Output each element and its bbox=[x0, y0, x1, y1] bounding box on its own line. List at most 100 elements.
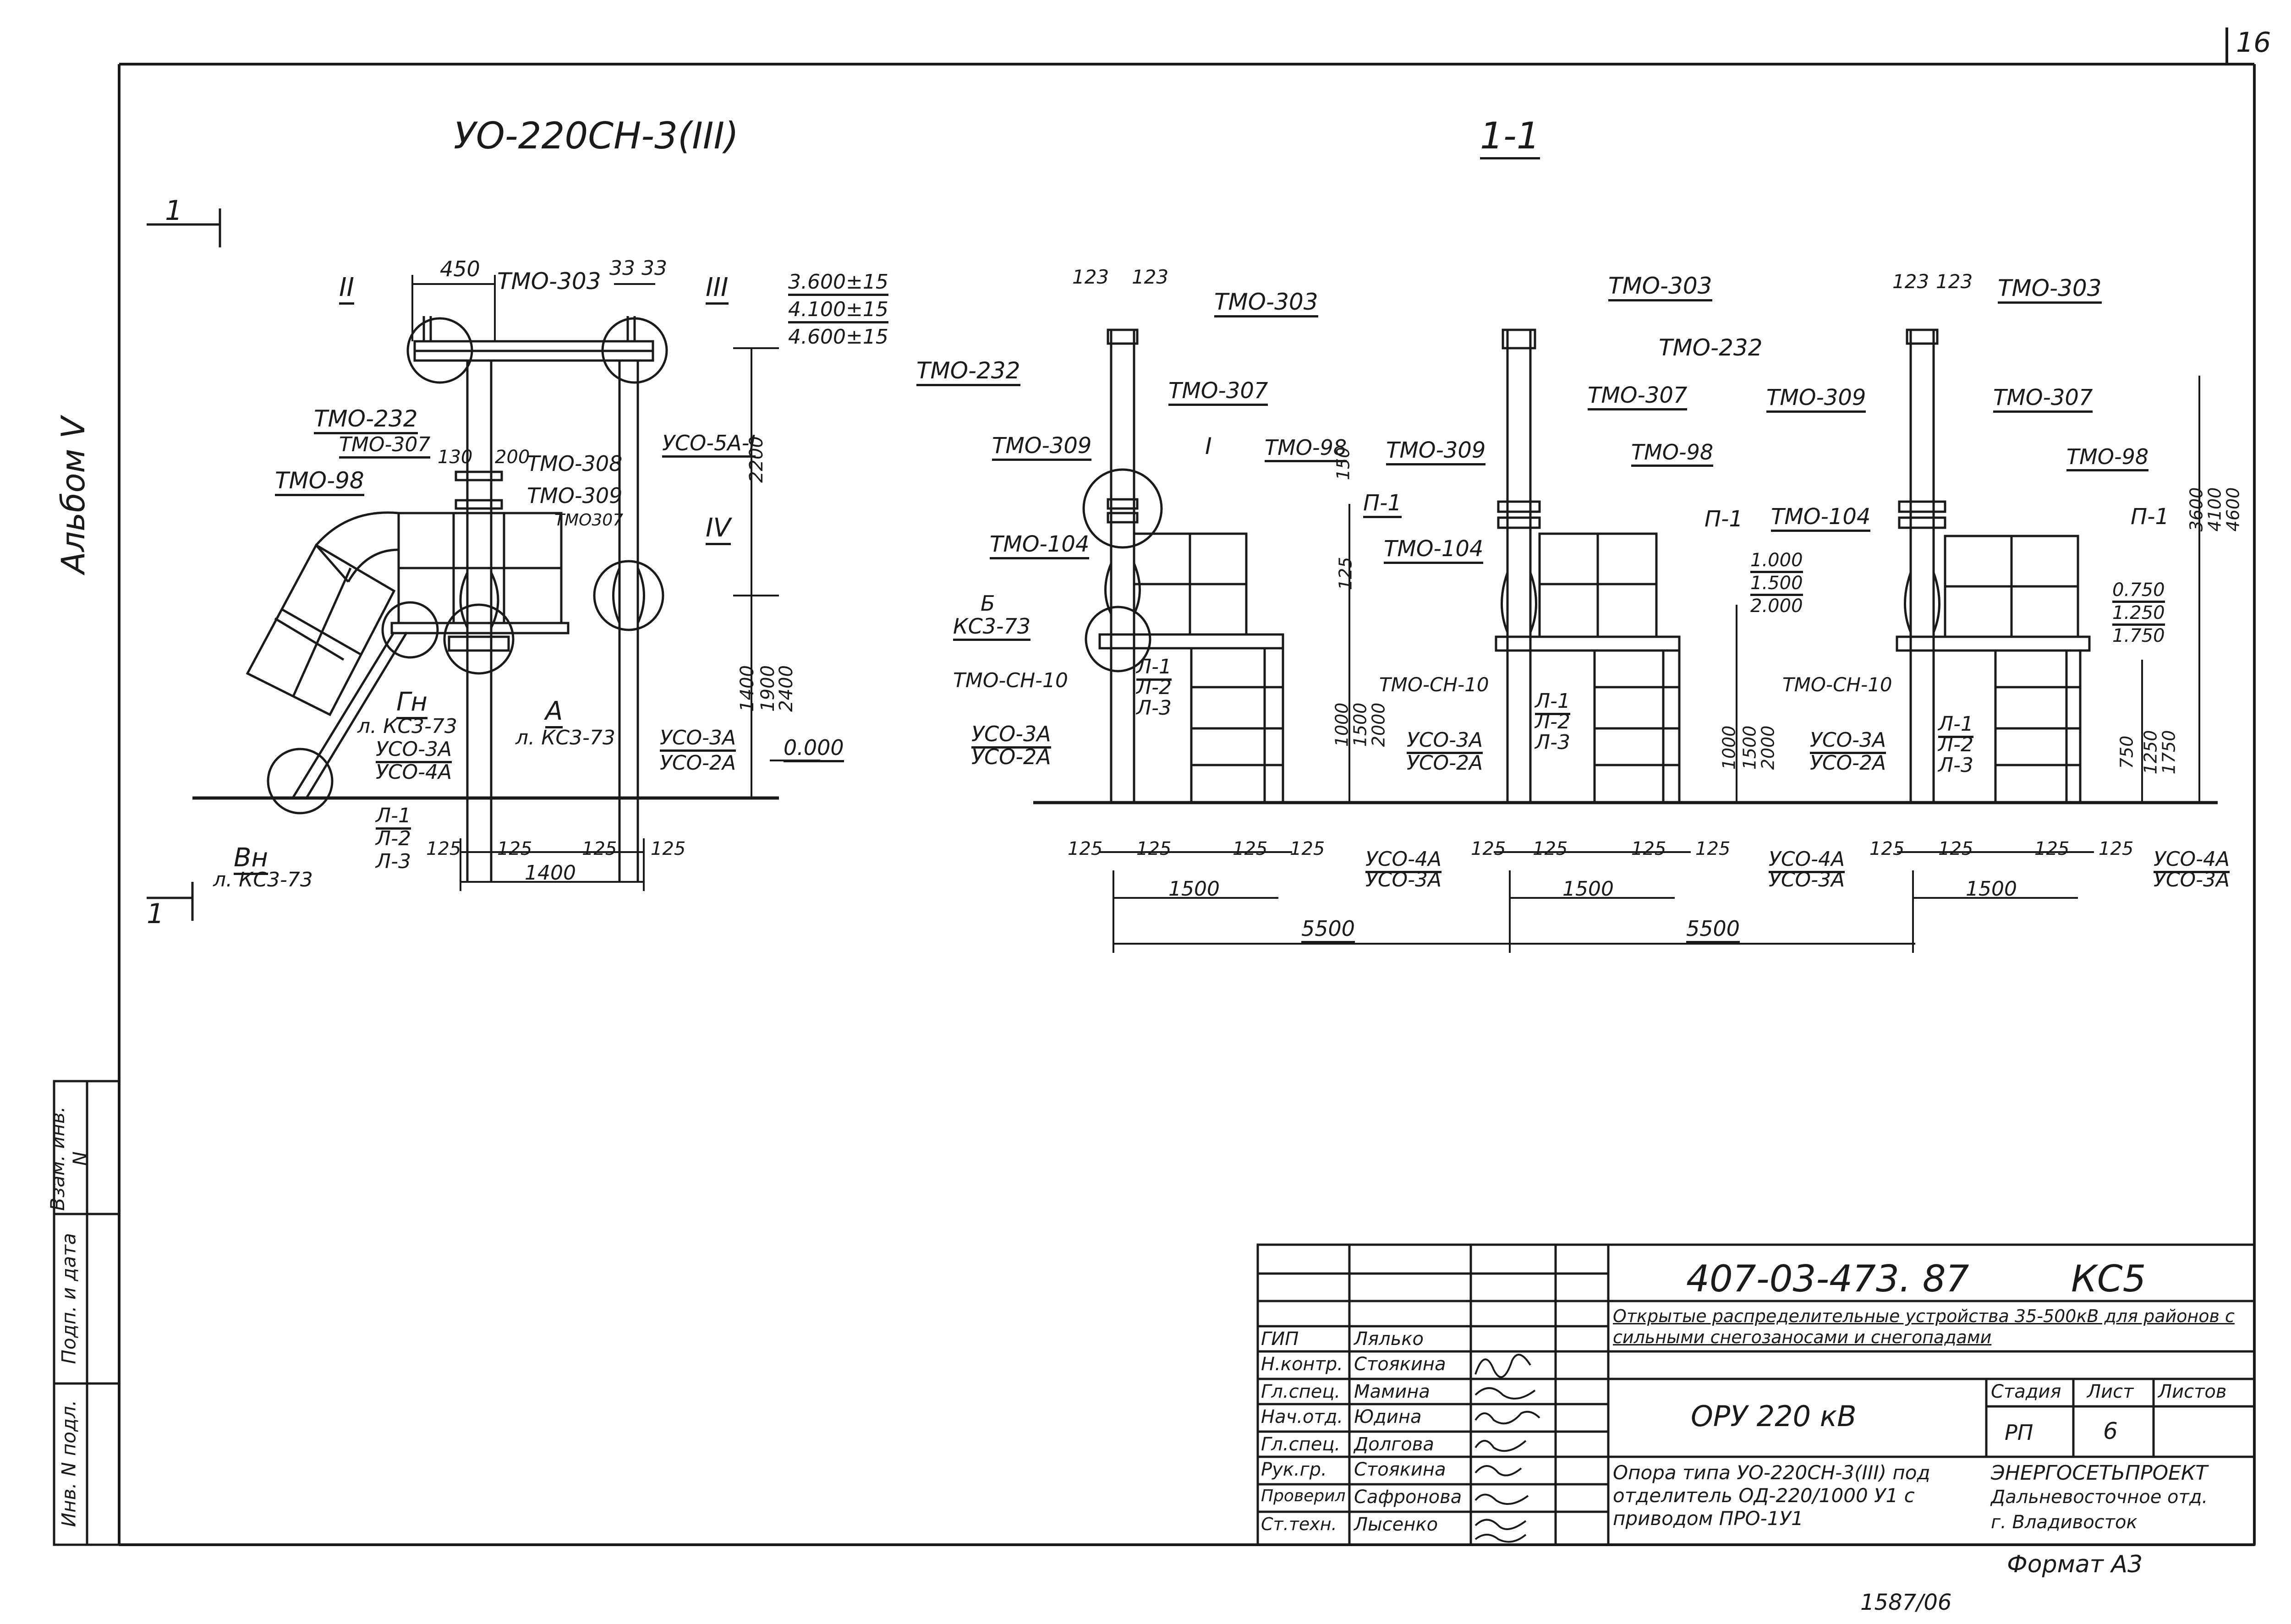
title-block-grid bbox=[1256, 1243, 2256, 1546]
signer-role: Гл.спец. bbox=[1261, 1381, 1341, 1402]
level-1750: 1.750 bbox=[2112, 625, 2165, 646]
detail-bubble-IV: IV bbox=[706, 513, 731, 545]
label-tmo307-c: ТМО-307 bbox=[1993, 385, 2093, 413]
dim-1750: 1750 bbox=[2159, 730, 2179, 775]
label-uco4a-c: УСО-4А bbox=[2154, 848, 2230, 873]
label-uco2a-col2: УСО-2А bbox=[660, 751, 736, 775]
dim-125-r3: 125 bbox=[1233, 838, 1268, 859]
label-l1-right-c: Л-1 bbox=[1938, 712, 1973, 738]
dim-130: 130 bbox=[438, 447, 473, 468]
dim-125-r8: 125 bbox=[1695, 838, 1731, 859]
label-l1-left: Л-1 bbox=[376, 804, 411, 830]
dim-1500-span-a: 1500 bbox=[1168, 877, 1220, 901]
side-stamp-row-1: Взам. инв. N bbox=[46, 1106, 91, 1211]
dim-2200: 2200 bbox=[745, 436, 767, 483]
signer-name: Стоякина bbox=[1354, 1459, 1446, 1480]
label-uco2a-b: УСО-2А bbox=[1407, 751, 1483, 775]
label-uco3a-gn: УСО-3А bbox=[376, 738, 452, 763]
dim-1000-a: 1000 bbox=[1332, 702, 1352, 747]
label-tmosn10-a: ТМО-СН-10 bbox=[953, 669, 1069, 692]
org-name: ЭНЕРГОСЕТЬПРОЕКТ bbox=[1991, 1461, 2208, 1485]
dim-125-r6: 125 bbox=[1533, 838, 1568, 859]
label-tmo309-a: ТМО-309 bbox=[992, 433, 1092, 461]
signer-name: Мамина bbox=[1354, 1381, 1430, 1402]
label-tmo104-b: ТМО-104 bbox=[1384, 536, 1484, 564]
stage-value: РП bbox=[2005, 1420, 2033, 1445]
dim-125-r11: 125 bbox=[2034, 838, 2070, 859]
label-p1-b: П-1 bbox=[1705, 506, 1743, 532]
dim-125-r12: 125 bbox=[2099, 838, 2134, 859]
label-l2-right-b: Л-2 bbox=[1535, 710, 1570, 733]
dim-4600: 4600 bbox=[2223, 487, 2243, 532]
dim-2400: 2400 bbox=[775, 665, 797, 712]
sheet-corner-number: 16 bbox=[2236, 27, 2271, 59]
label-tmo98-a: ТМО-98 bbox=[1265, 435, 1347, 462]
drawing-name: Опора типа УО-220СН-3(III) под отделител… bbox=[1613, 1461, 1930, 1530]
label-tmo98-c: ТМО-98 bbox=[2066, 444, 2149, 471]
label-tmosn10-c: ТМО-СН-10 bbox=[1782, 673, 1892, 696]
dim-1400h: 1400 bbox=[525, 861, 576, 885]
dim-125v: 125 bbox=[1335, 557, 1356, 591]
label-tmo307-a: ТМО-307 bbox=[1168, 378, 1268, 406]
signer-name: Стоякина bbox=[1354, 1354, 1446, 1375]
label-uco3a-col2: УСО-3А bbox=[660, 726, 736, 752]
signer-name: Лысенко bbox=[1354, 1514, 1438, 1535]
dim-125c: 125 bbox=[582, 838, 617, 859]
dim-2000-a: 2000 bbox=[1368, 702, 1389, 747]
dim-125-r5: 125 bbox=[1471, 838, 1506, 859]
signer-name: Лялько bbox=[1354, 1329, 1424, 1350]
dim-1500-b: 1500 bbox=[1739, 725, 1760, 770]
dim-123-a: 123 bbox=[1072, 266, 1109, 288]
label-tmo307b-left: ТМО307 bbox=[554, 511, 624, 530]
label-tmo98-left: ТМО-98 bbox=[275, 467, 364, 496]
level-4600: 4.600±15 bbox=[788, 325, 888, 349]
label-tmo308-left: ТМО-308 bbox=[527, 451, 623, 476]
level-1250: 1.250 bbox=[2112, 602, 2165, 626]
detail-bubble-III: III bbox=[706, 273, 729, 305]
level-4100: 4.100±15 bbox=[788, 298, 888, 323]
format-label: Формат А3 bbox=[2007, 1551, 2143, 1578]
label-p1-c: П-1 bbox=[2131, 504, 2169, 530]
dim-450: 450 bbox=[440, 257, 480, 281]
label-ks373: КС3-73 bbox=[953, 614, 1031, 641]
dim-125-r10: 125 bbox=[1938, 838, 1973, 859]
stage-header: Стадия bbox=[1991, 1381, 2061, 1402]
label-l1-right: Л-1 bbox=[1136, 655, 1172, 681]
detail-bubble-Vn: Вн bbox=[234, 843, 269, 875]
label-uco3a-d: УСО-3А bbox=[1365, 868, 1442, 891]
detail-bubble-I: I bbox=[1205, 433, 1212, 459]
doc-series: КС5 bbox=[2071, 1258, 2146, 1300]
label-uco2a-c: УСО-2А bbox=[1810, 751, 1886, 775]
signer-name: Сафронова bbox=[1354, 1487, 1462, 1508]
dim-125a: 125 bbox=[426, 838, 461, 859]
label-uco3a-b: УСО-3А bbox=[1407, 728, 1483, 754]
level-1500: 1.500 bbox=[1750, 573, 1803, 596]
label-tmo309-b: ТМО-309 bbox=[1386, 437, 1486, 465]
label-tmo232-left: ТМО-232 bbox=[314, 405, 418, 434]
left-support-structure bbox=[147, 208, 668, 921]
section-mark-top: 1 bbox=[165, 195, 183, 227]
dim-125-r9: 125 bbox=[1869, 838, 1905, 859]
dim-3600: 3600 bbox=[2186, 487, 2207, 532]
dim-150: 150 bbox=[1333, 447, 1354, 481]
label-uco3a-f: УСО-3А bbox=[2154, 868, 2230, 891]
dim-1500-a: 1500 bbox=[1350, 702, 1370, 747]
label-uco4a-gn: УСО-4А bbox=[376, 760, 452, 784]
org-city: г. Владивосток bbox=[1991, 1512, 2138, 1533]
object-name: ОРУ 220 кВ bbox=[1691, 1400, 1857, 1433]
label-a-sheet: л. КС3-73 bbox=[515, 726, 615, 749]
label-l3-left: Л-3 bbox=[376, 850, 411, 873]
label-uco3a-a: УСО-3А bbox=[971, 722, 1051, 749]
dim-33b: 33 bbox=[641, 257, 667, 280]
label-tmo303-b: ТМО-303 bbox=[1608, 273, 1712, 301]
dim-750: 750 bbox=[2116, 735, 2137, 769]
dim-123-b: 123 bbox=[1132, 266, 1169, 288]
left-view-title: УО-220СН-3(III) bbox=[454, 115, 739, 157]
dim-1400v: 1400 bbox=[736, 665, 758, 712]
label-uco5a-left: УСО-5А-I bbox=[662, 431, 756, 458]
signer-role: Рук.гр. bbox=[1261, 1459, 1327, 1480]
side-stamp-row-3: Инв. N подл. bbox=[57, 1400, 80, 1527]
side-stamp-grid bbox=[53, 1080, 121, 1546]
side-stamp-row-2: Подп. и дата bbox=[57, 1233, 80, 1364]
